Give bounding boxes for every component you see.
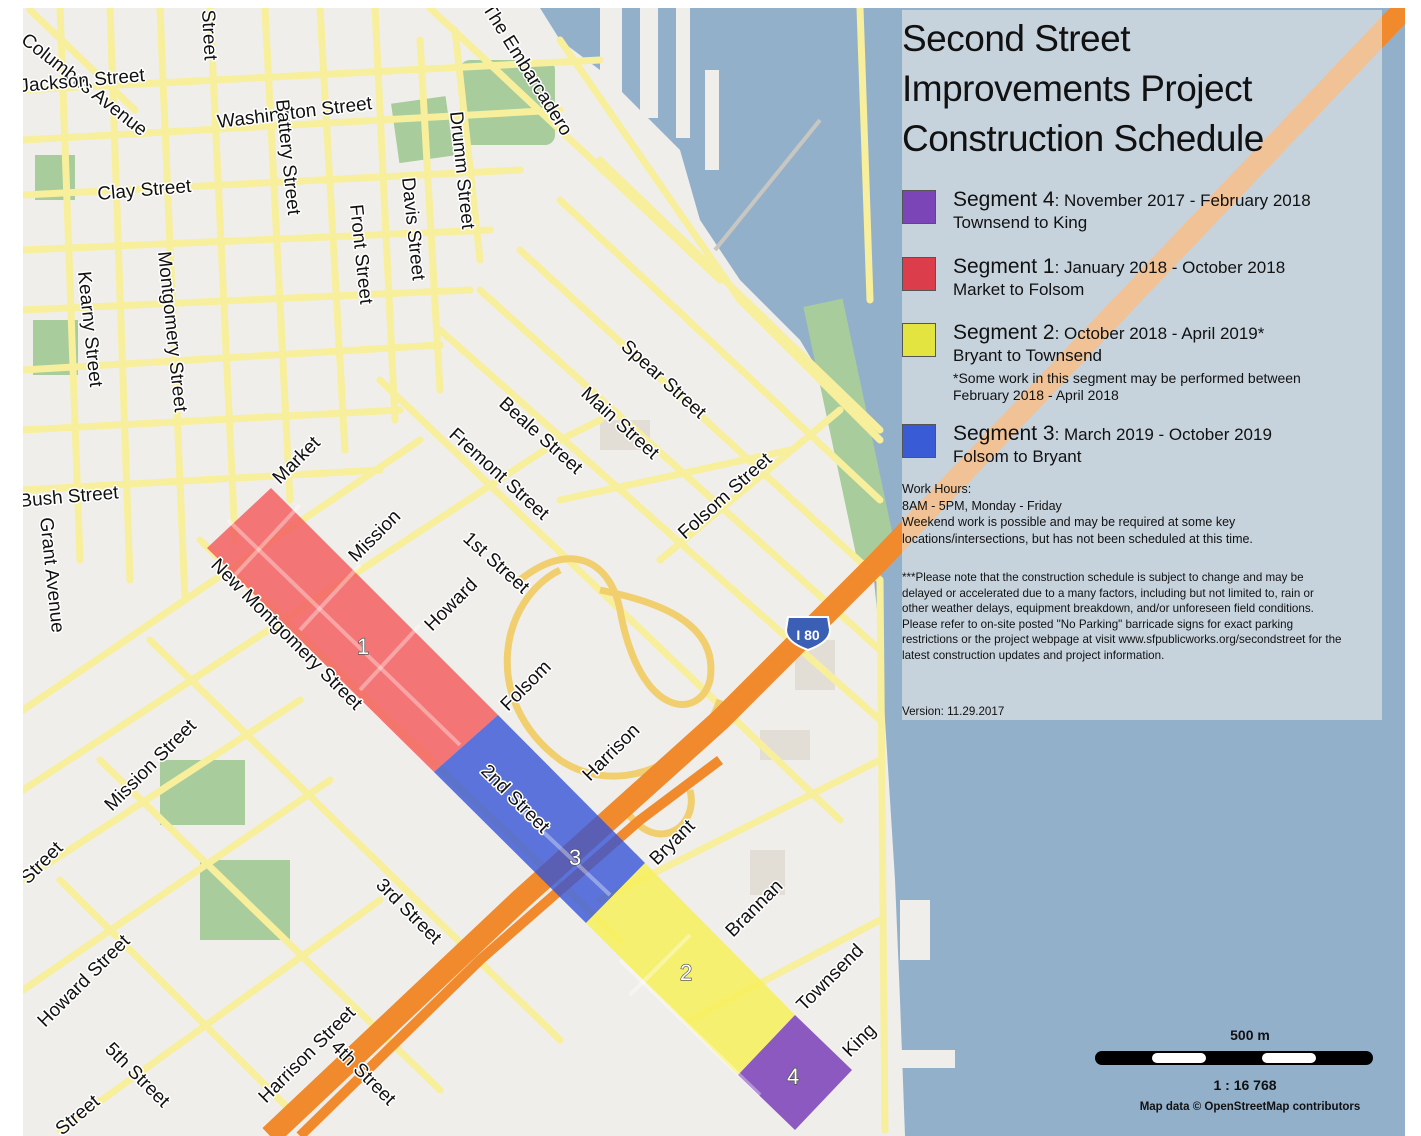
legend-segment-extent: Market to Folsom [953, 280, 1085, 299]
street-network [23, 8, 889, 1134]
legend-segment-extent: Bryant to Townsend [953, 346, 1102, 365]
legend-segment-name: Segment 3 [953, 422, 1055, 445]
label-street-top: Street [197, 9, 221, 61]
map-attribution: Map data © OpenStreetMap contributors [1139, 1101, 1361, 1113]
title-line: Construction Schedule [902, 118, 1264, 159]
work-hours-weekend: Weekend work is possible and may be requ… [902, 515, 1253, 546]
breakwater [713, 118, 822, 252]
legend-segment-dates: : March 2019 - October 2019 [1054, 425, 1272, 444]
legend-segment-extent: Townsend to King [953, 213, 1088, 232]
version-label: Version: 11.29.2017 [902, 705, 1005, 718]
legend-swatch [902, 323, 936, 357]
legend-segment-dates: : November 2017 - February 2018 [1054, 191, 1311, 210]
scale-distance-label: 500 m [1230, 1027, 1270, 1043]
legend-segment-name: Segment 4 [953, 188, 1055, 211]
legend-segment-dates: : January 2018 - October 2018 [1054, 258, 1286, 277]
scale-ratio: 1 : 16 768 [1213, 1077, 1277, 1093]
segment-2-area[interactable] [586, 863, 795, 1075]
legend-segment-name: Segment 1 [953, 255, 1055, 278]
scale-bar [1095, 1051, 1373, 1065]
title-line: Improvements Project [902, 68, 1252, 109]
segment-number-2: 2 [680, 960, 692, 985]
map-title: Second Street Improvements Project Const… [902, 14, 1402, 164]
legend-segment-dates: : October 2018 - April 2019* [1054, 324, 1265, 343]
work-hours-time: 8AM - 5PM, Monday - Friday [902, 498, 1062, 513]
legend-segment-name: Segment 2 [953, 321, 1055, 344]
legend-swatch [902, 424, 936, 458]
legend-panel [902, 10, 1382, 720]
legend-swatch [902, 257, 936, 291]
segment-4-area[interactable] [738, 1015, 852, 1130]
title-line: Second Street [902, 18, 1130, 59]
work-hours: Work Hours: 8AM - 5PM, Monday - Friday W… [902, 481, 1342, 547]
segment-3-area[interactable] [434, 715, 645, 923]
segment-number-3: 3 [569, 845, 581, 870]
segment-1-area[interactable] [207, 488, 498, 772]
piers [600, 8, 955, 1068]
highway-shield: I 80 [784, 616, 832, 652]
work-hours-heading: Work Hours: [902, 482, 972, 496]
segment-number-4: 4 [787, 1064, 799, 1089]
segment-cross-streets [226, 503, 762, 1097]
legend-swatch [902, 190, 936, 224]
legend-segment-extent: Folsom to Bryant [953, 447, 1082, 466]
schedule-disclaimer: ***Please note that the construction sch… [902, 571, 1342, 662]
svg-text:I 80: I 80 [796, 627, 820, 643]
legend-segment-note: *Some work in this segment may be perfor… [953, 370, 1301, 403]
segment-number-1: 1 [357, 634, 369, 659]
